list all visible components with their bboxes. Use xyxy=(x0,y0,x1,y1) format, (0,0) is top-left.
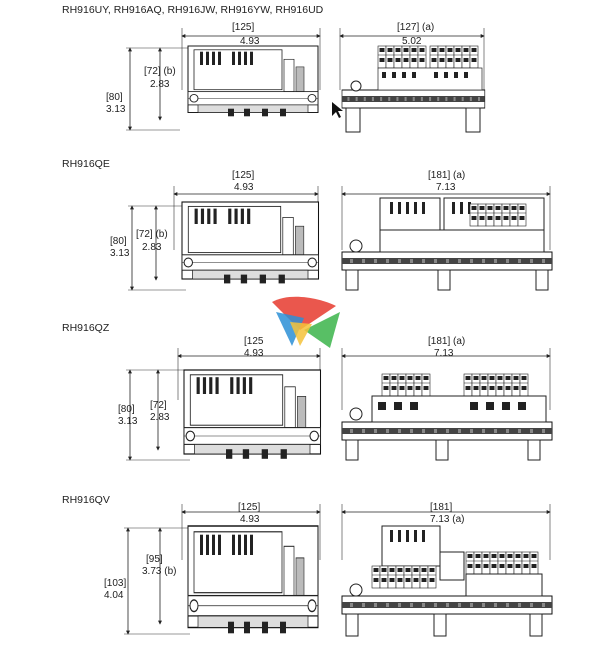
section-1-height-b-mm: [80] xyxy=(106,92,123,103)
logo-watermark xyxy=(272,296,340,348)
section-2-height-a-mm: [72] (b) xyxy=(136,229,168,240)
section-4-title: RH916QV xyxy=(62,494,110,506)
section-3-width-a-in: 4.93 xyxy=(244,348,264,359)
section-1-width-b-mm: [127] (a) xyxy=(397,22,435,33)
section-1-width-a-mm: [125] xyxy=(232,22,255,33)
section-1-height-b-in: 3.13 xyxy=(106,104,126,115)
section-4-width-a-mm: [125] xyxy=(238,502,261,513)
section-3-height-a-in: 2.83 xyxy=(150,412,170,423)
section-2-height-a-in: 2.83 xyxy=(142,242,162,253)
section-1-title: RH916UY, RH916AQ, RH916JW, RH916YW, RH91… xyxy=(62,4,324,16)
section-2-title: RH916QE xyxy=(62,158,110,170)
section-3-width-b-in: 7.13 xyxy=(434,348,454,359)
section-2-width-b-mm: [181] (a) xyxy=(428,170,466,181)
section-4-height-a-mm: [95] xyxy=(146,554,163,565)
section-3-width-b-mm: [181] (a) xyxy=(428,336,466,347)
section-2-width-a-mm: [125] xyxy=(232,170,255,181)
section-3-height-b-in: 3.13 xyxy=(118,416,138,427)
section-3-height-b-mm: [80] xyxy=(118,404,135,415)
section-1-drawing xyxy=(126,28,486,133)
section-1-width-b-in: 5.02 xyxy=(402,36,422,47)
section-4-drawing xyxy=(124,504,553,637)
section-4-width-a-in: 4.93 xyxy=(240,514,260,525)
section-2-width-b-in: 7.13 xyxy=(436,182,456,193)
section-2-height-b-in: 3.13 xyxy=(110,248,130,259)
section-4-width-b-mm: [181] xyxy=(430,502,453,513)
section-2-width-a-in: 4.93 xyxy=(234,182,254,193)
section-2-height-b-mm: [80] xyxy=(110,236,127,247)
section-3-width-a-mm: [125 xyxy=(244,336,264,347)
section-3-title: RH916QZ xyxy=(62,322,110,334)
section-3-height-a-mm: [72] xyxy=(150,400,167,411)
section-1-width-a-in: 4.93 xyxy=(240,36,260,47)
section-3-drawing xyxy=(126,348,553,461)
section-4-height-b-in: 4.04 xyxy=(104,590,124,601)
section-4-height-a-in: 3.73 (b) xyxy=(142,566,177,577)
section-1-height-a-in: 2.83 xyxy=(150,79,170,90)
section-4-width-b-in: 7.13 (a) xyxy=(430,514,465,525)
section-4-height-b-mm: [103] xyxy=(104,578,127,589)
section-2-drawing xyxy=(128,186,553,291)
section-1-height-a-mm: [72] (b) xyxy=(144,66,176,77)
